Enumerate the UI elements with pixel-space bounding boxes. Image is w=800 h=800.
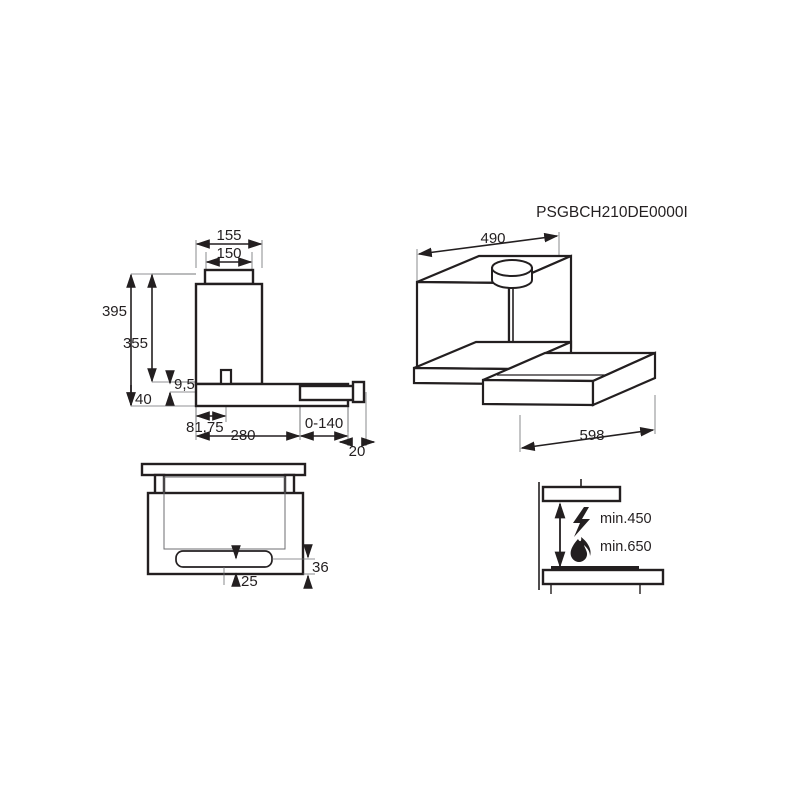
clearance-hob-box — [541, 568, 665, 586]
product-code-label: PSGBCH210DE0000I — [536, 204, 688, 221]
dimension-20: 20 — [338, 437, 376, 460]
drawer-lip-line-right — [606, 352, 656, 376]
slide-out-rail-outline — [298, 380, 366, 404]
clearance-electric-label: min.450 — [600, 511, 652, 527]
dimension-355: 355 — [123, 273, 157, 383]
dimension-355-label: 355 — [123, 335, 148, 352]
dimension-155-label: 155 — [216, 227, 241, 244]
clearance-gas-label: min.650 — [600, 539, 652, 555]
dimension-25: 25 — [231, 545, 258, 590]
chimney-body-outline — [194, 282, 264, 386]
dimension-155: 155 — [195, 227, 263, 249]
lightning-bolt-icon — [573, 507, 590, 537]
dimension-0-140-label: 0-140 — [305, 415, 343, 432]
dimension-490: 490 — [417, 230, 559, 258]
front-handle-slot — [175, 550, 273, 568]
clearance-hood-box — [541, 485, 622, 503]
side-elevation-view: 155 150 395 355 9,5 40 — [102, 227, 376, 460]
isometric-view: PSGBCH210DE0000I — [412, 204, 688, 452]
front-inner-panel — [163, 476, 286, 550]
dimension-150-label: 150 — [216, 245, 241, 262]
front-view-extension-lines — [223, 558, 315, 585]
flame-icon — [570, 537, 591, 562]
dimension-150: 150 — [205, 245, 253, 267]
dimension-598: 598 — [520, 426, 655, 452]
dimension-36-label: 36 — [312, 559, 329, 576]
dimension-395-label: 395 — [102, 303, 127, 320]
dimension-490-label: 490 — [480, 230, 505, 247]
dimension-598-label: 598 — [579, 427, 604, 444]
front-top-bar — [140, 462, 307, 477]
dimension-0-140: 0-140 — [299, 415, 349, 441]
pullout-drawer-panel — [481, 351, 657, 407]
dimension-40: 40 — [126, 385, 152, 408]
duct-collar-outline — [203, 268, 255, 286]
dimension-40-label: 40 — [135, 391, 152, 408]
dimension-9-5: 9,5 — [165, 370, 195, 406]
clearance-hob-plate — [551, 566, 639, 571]
duct-outlet-cylinder — [491, 259, 533, 289]
dimension-81-75-label: 81,75 — [186, 419, 224, 436]
dimension-280-label: 280 — [230, 427, 255, 444]
dimension-395: 395 — [102, 273, 136, 407]
front-elevation-view: 36 25 — [140, 462, 329, 590]
dimension-36: 36 — [303, 544, 329, 589]
dimension-9-5-label: 9,5 — [174, 376, 195, 393]
dimension-25-label: 25 — [241, 573, 258, 590]
installation-clearance-diagram: min.450 min.650 — [538, 479, 665, 594]
mounting-tab-detail — [219, 368, 233, 387]
dimension-81-75: 81,75 — [186, 411, 227, 436]
dimension-20-label: 20 — [349, 443, 366, 460]
dimension-280: 280 — [195, 427, 301, 444]
